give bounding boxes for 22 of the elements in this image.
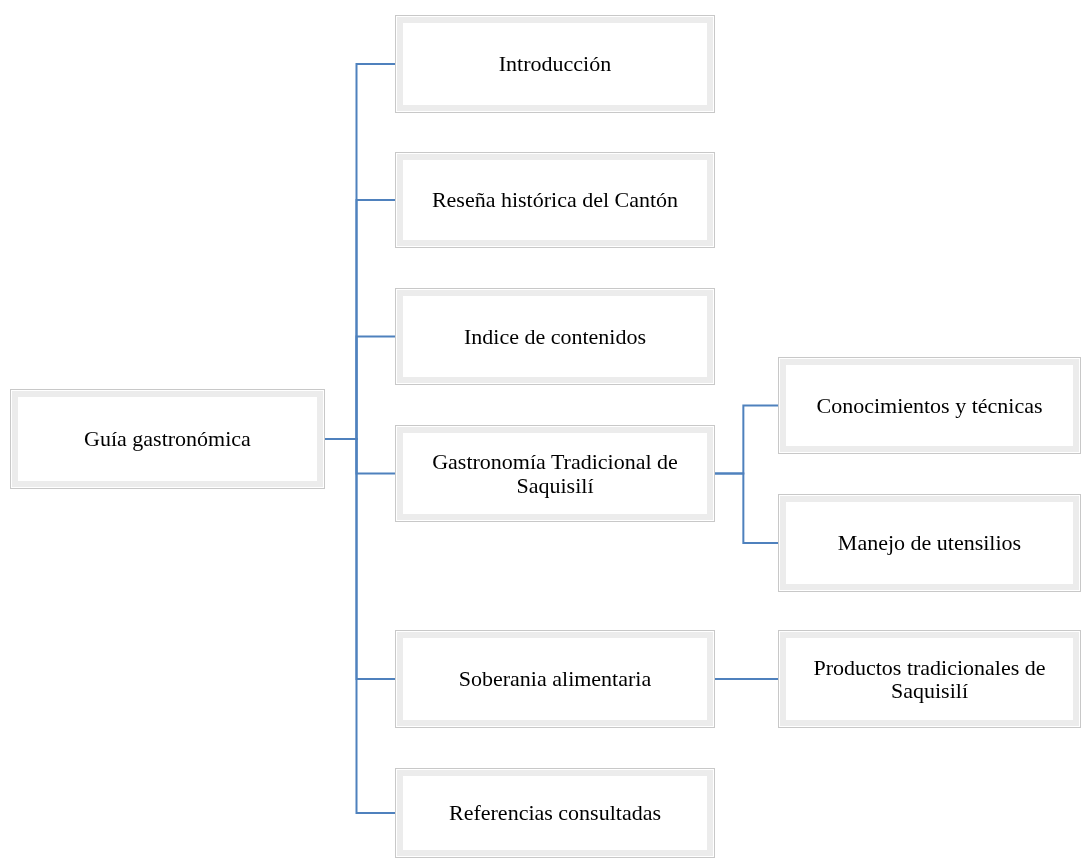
box-label: Reseña histórica del Cantón (431, 188, 679, 212)
outline-box (395, 152, 715, 248)
box-label: Soberania alimentaria (458, 667, 652, 691)
box-label: Productos tradicionales de Saquisilí (812, 655, 1047, 703)
outline-box (778, 494, 1081, 592)
box-label: Indice de contenidos (463, 324, 647, 349)
outline-box (10, 389, 325, 489)
outline-box (395, 768, 715, 858)
box-label: Gastronomía Tradicional de Saquisilí (431, 450, 679, 497)
box-label: Manejo de utensilios (837, 531, 1022, 555)
box-label: Guía gastronómica (84, 427, 251, 451)
box-label: Referencias consultadas (449, 801, 661, 825)
box-label: Introducción (498, 52, 612, 76)
outline-box (395, 288, 715, 385)
connector-line (714, 472, 779, 544)
outline-box (778, 357, 1081, 454)
outline-box (395, 15, 715, 113)
connector-line (714, 678, 779, 680)
outline-box (395, 425, 715, 522)
outline-box (395, 630, 715, 728)
outline-box (778, 630, 1081, 728)
box-label: Conocimientos y técnicas (816, 393, 1043, 418)
